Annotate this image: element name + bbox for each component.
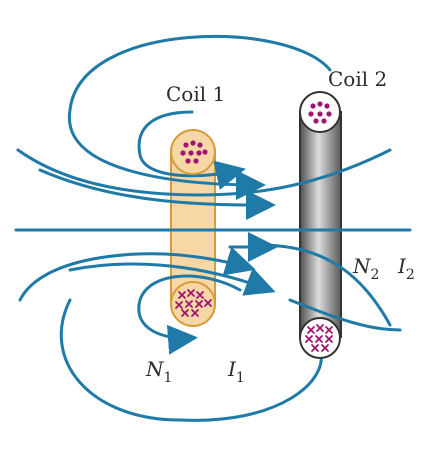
i2-subscript: 2 bbox=[406, 267, 415, 283]
field-line-right-lower-1 bbox=[258, 243, 392, 327]
field-line-top-loop bbox=[67, 35, 332, 200]
i2-base: I bbox=[397, 254, 407, 278]
i2-label: I2 bbox=[397, 254, 415, 283]
coil-2-bottom-end bbox=[299, 317, 341, 359]
i1-label: I1 bbox=[227, 357, 245, 386]
coil-2 bbox=[299, 111, 342, 338]
field-line-bottom-loop bbox=[59, 298, 323, 422]
coil-2-body bbox=[299, 111, 342, 338]
coil-1-label: Coil 1 bbox=[166, 82, 225, 106]
coil-1-top-end bbox=[170, 129, 216, 175]
field-line-arrow-lower-right bbox=[68, 262, 276, 296]
i1-subscript: 1 bbox=[236, 370, 245, 386]
cross-icon bbox=[305, 324, 333, 352]
coil-2-label: Coil 2 bbox=[328, 67, 387, 91]
dot-icon bbox=[180, 140, 208, 164]
field-line-arrow-upper bbox=[38, 168, 276, 220]
dot-icon bbox=[308, 101, 332, 124]
i1-base: I bbox=[227, 357, 237, 381]
n2-subscript: 2 bbox=[371, 267, 380, 283]
field-lines bbox=[14, 35, 412, 422]
coil-1-bottom-end bbox=[170, 281, 216, 327]
field-line-inner-upper-loop bbox=[137, 110, 246, 190]
cross-icon bbox=[175, 289, 212, 317]
field-line-lower-right-2 bbox=[288, 298, 402, 332]
n1-subscript: 1 bbox=[164, 370, 173, 386]
field-line-inner-lower-loop bbox=[137, 274, 242, 355]
n2-base: N bbox=[352, 254, 372, 278]
coil-2-top-end bbox=[299, 91, 341, 133]
n1-label: N1 bbox=[145, 357, 172, 386]
field-line-lower-wide bbox=[18, 246, 256, 302]
n1-base: N bbox=[145, 357, 165, 381]
n2-label: N2 bbox=[352, 254, 379, 283]
field-line-outer-top bbox=[16, 148, 392, 197]
